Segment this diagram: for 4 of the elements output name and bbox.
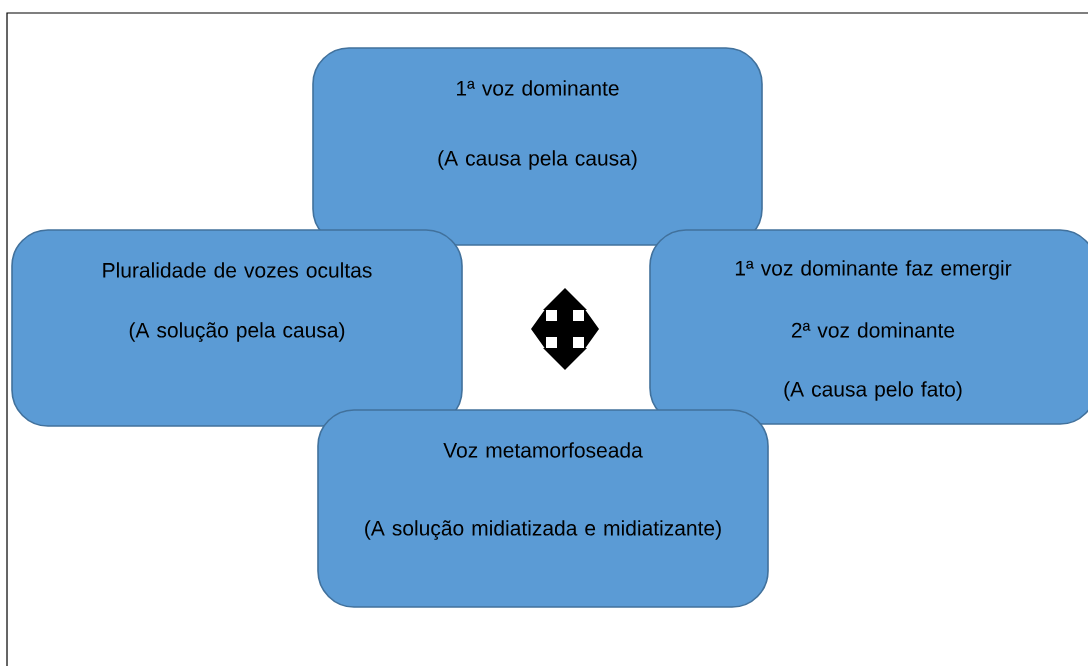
rounded-box: 1ª voz dominante faz emergir 2ª voz dominante (A causa pelo fato) [649, 229, 1088, 425]
rounded-box: 1ª voz dominante (A causa pela causa) [312, 47, 763, 246]
rounded-box: Voz metamorfoseada (A solução midiatizada e midiatizante) [317, 409, 769, 608]
rounded-box: Pluralidade de vozes ocultas (A solução pela causa) [11, 229, 463, 427]
